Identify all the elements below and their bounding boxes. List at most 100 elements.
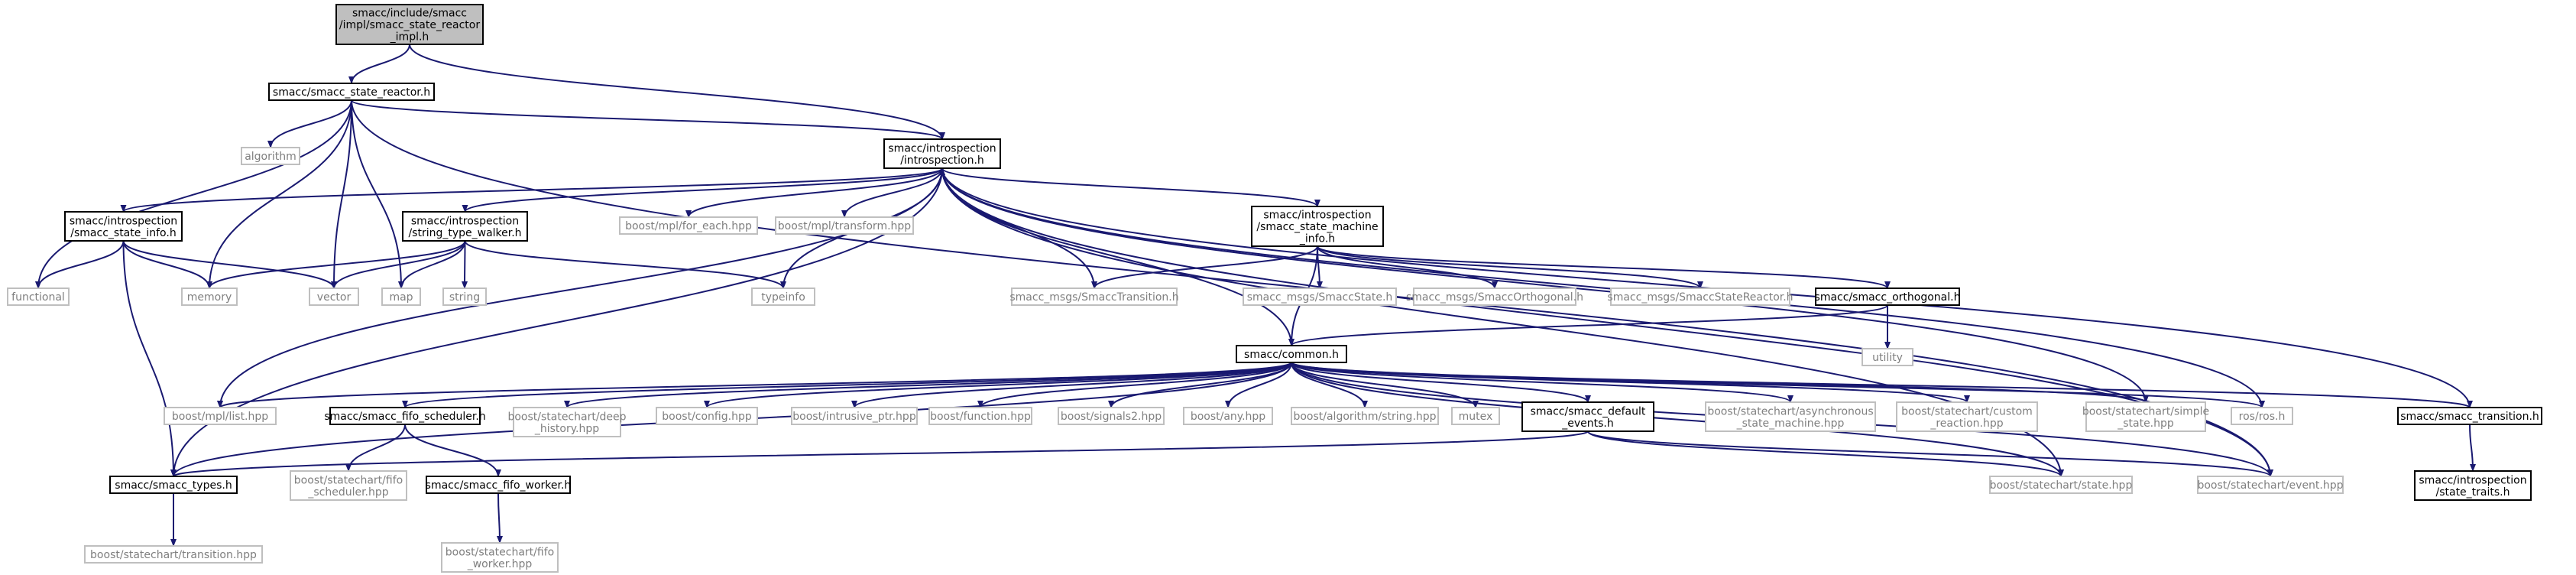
node-introspection[interactable]: smacc/introspection/introspection.h xyxy=(883,138,1001,169)
node-state_reactor[interactable]: smacc/smacc_state_reactor.h xyxy=(268,83,435,101)
node-box xyxy=(928,407,1032,425)
node-box xyxy=(181,288,238,306)
node-transition_hpp[interactable]: boost/statechart/transition.hpp xyxy=(84,545,263,564)
edge-smacc_transition-to-state_traits xyxy=(2469,424,2476,472)
node-simple_state[interactable]: boost/statechart/simple_state.hpp xyxy=(2082,401,2209,432)
node-mpl_list[interactable]: boost/mpl/list.hpp xyxy=(164,407,277,425)
node-config[interactable]: boost/config.hpp xyxy=(656,407,758,425)
node-typeinfo[interactable]: typeinfo xyxy=(751,288,815,306)
node-label-line: smacc_msgs/SmaccTransition.h xyxy=(1009,291,1178,304)
node-box xyxy=(1451,407,1500,425)
edge-fifo_worker-to-fifo_worker_hpp xyxy=(496,492,503,544)
node-signals2[interactable]: boost/signals2.hpp xyxy=(1058,407,1165,425)
edge-common-to-async_sm xyxy=(1291,362,1793,403)
node-deep_history[interactable]: boost/statechart/deep_history.hpp xyxy=(507,407,627,437)
edge-common-to-function xyxy=(977,362,1292,408)
node-fifo_sched_hpp[interactable]: boost/statechart/fifo_scheduler.hpp xyxy=(290,470,407,501)
edge-common-to-custom_reaction xyxy=(1291,362,1970,403)
node-fifo_worker_hpp[interactable]: boost/statechart/fifo_worker.hpp xyxy=(441,542,559,573)
edge-sm_info-to-msg_orthogonal xyxy=(1317,245,1498,289)
node-label-line: smacc/introspection xyxy=(888,142,996,154)
node-vector[interactable]: vector xyxy=(309,288,359,306)
node-event_hpp[interactable]: boost/statechart/event.hpp xyxy=(2197,476,2344,494)
node-async_sm[interactable]: boost/statechart/asynchronous_state_mach… xyxy=(1705,401,1876,432)
edge-root-to-state_reactor xyxy=(348,44,410,84)
edge-common-to-intrusive xyxy=(851,362,1292,408)
node-common[interactable]: smacc/common.h xyxy=(1236,345,1347,363)
node-msg_orthogonal[interactable]: smacc_msgs/SmaccOrthogonal.h xyxy=(1406,288,1583,306)
node-fifo_worker[interactable]: smacc/smacc_fifo_worker.h xyxy=(426,476,572,494)
edge-string_walker-to-typeinfo xyxy=(464,240,786,289)
edge-root-to-introspection xyxy=(409,44,945,140)
node-function[interactable]: boost/function.hpp xyxy=(928,407,1032,425)
edge-state_reactor-to-algorithm xyxy=(267,99,352,148)
node-default_events[interactable]: smacc/smacc_default_events.h xyxy=(1521,401,1654,432)
node-box xyxy=(402,211,528,242)
node-string_walker[interactable]: smacc/introspection/string_type_walker.h xyxy=(402,211,528,242)
node-root[interactable]: smacc/include/smacc/impl/smacc_state_rea… xyxy=(335,4,484,45)
node-box xyxy=(791,407,918,425)
node-box xyxy=(1705,401,1876,432)
node-label-line: _worker.hpp xyxy=(467,558,533,570)
node-label-line: smacc/smacc_types.h xyxy=(115,479,232,492)
node-label-line: boost/statechart/simple xyxy=(2082,405,2209,417)
node-msg_transition[interactable]: smacc_msgs/SmaccTransition.h xyxy=(1009,288,1179,306)
node-smacc_types[interactable]: smacc/smacc_types.h xyxy=(109,476,238,494)
node-functional[interactable]: functional xyxy=(7,288,70,306)
node-box xyxy=(1183,407,1273,425)
node-algo_string[interactable]: boost/algorithm/string.hpp xyxy=(1291,407,1439,425)
node-label-line: smacc/introspection xyxy=(1263,210,1371,222)
node-label-line: boost/config.hpp xyxy=(662,411,752,423)
node-memory[interactable]: memory xyxy=(181,288,238,306)
node-label-line: boost/statechart/state.hpp xyxy=(1990,479,2133,492)
node-box xyxy=(656,407,758,425)
node-string[interactable]: string xyxy=(442,288,487,306)
node-ros[interactable]: ros/ros.h xyxy=(2231,407,2293,425)
node-smacc_transition[interactable]: smacc/smacc_transition.h xyxy=(2397,407,2542,425)
node-intrusive[interactable]: boost/intrusive_ptr.hpp xyxy=(791,407,918,425)
node-msg_state[interactable]: smacc_msgs/SmaccState.h xyxy=(1243,288,1397,306)
edge-sm_info-to-msg_reactor xyxy=(1317,245,1703,289)
edge-common-to-smacc_transition xyxy=(1291,362,2473,408)
node-label-line: boost/statechart/asynchronous xyxy=(1707,405,1873,417)
edge-common-to-any xyxy=(1225,362,1292,408)
node-mutex[interactable]: mutex xyxy=(1451,407,1500,425)
node-box xyxy=(1896,401,2038,432)
node-algorithm[interactable]: algorithm xyxy=(241,147,300,165)
node-utility[interactable]: utility xyxy=(1862,348,1913,366)
node-box xyxy=(241,147,300,165)
node-orthogonal[interactable]: smacc/smacc_orthogonal.h xyxy=(1815,288,1961,306)
node-label-line: _history.hpp xyxy=(534,423,599,435)
node-sm_info[interactable]: smacc/introspection/smacc_state_machine_… xyxy=(1251,206,1384,247)
node-state_info[interactable]: smacc/introspection/smacc_state_info.h xyxy=(64,211,183,242)
file-nodes: smacc/include/smacc/impl/smacc_state_rea… xyxy=(7,4,2542,573)
node-map[interactable]: map xyxy=(381,288,421,306)
edge-string_walker-to-vector xyxy=(331,240,466,289)
node-box xyxy=(2231,407,2293,425)
node-label-line: _events.h xyxy=(1561,417,1614,430)
node-box xyxy=(2197,476,2344,494)
node-fifo_sched[interactable]: smacc/smacc_fifo_scheduler.h xyxy=(324,407,486,425)
node-label-line: string xyxy=(449,291,480,304)
node-for_each[interactable]: boost/mpl/for_each.hpp xyxy=(619,216,758,235)
node-label-line: smacc_msgs/SmaccStateReactor.h xyxy=(1607,291,1793,304)
node-label-line: boost/statechart/deep xyxy=(507,411,626,423)
node-label-line: /smacc_state_machine xyxy=(1256,221,1378,233)
node-label-line: smacc/smacc_state_reactor.h xyxy=(273,86,430,99)
edge-string_walker-to-map xyxy=(398,240,466,289)
node-transform[interactable]: boost/mpl/transform.hpp xyxy=(775,216,914,235)
node-state_traits[interactable]: smacc/introspection/state_traits.h xyxy=(2414,470,2532,501)
node-custom_reaction[interactable]: boost/statechart/custom_reaction.hpp xyxy=(1896,401,2038,432)
edge-common-to-ros xyxy=(1291,362,2265,408)
node-box xyxy=(1291,407,1439,425)
node-label-line: _scheduler.hpp xyxy=(307,486,388,499)
node-box xyxy=(441,542,559,573)
node-label-line: boost/any.hpp xyxy=(1191,411,1265,423)
node-box xyxy=(1815,288,1960,306)
node-state_hpp[interactable]: boost/statechart/state.hpp xyxy=(1989,476,2133,494)
node-any[interactable]: boost/any.hpp xyxy=(1183,407,1273,425)
node-msg_reactor[interactable]: smacc_msgs/SmaccStateReactor.h xyxy=(1607,288,1793,306)
node-label-line: /introspection.h xyxy=(900,154,984,167)
node-label-line: smacc/smacc_fifo_scheduler.h xyxy=(324,411,485,423)
edge-sm_info-to-orthogonal xyxy=(1317,245,1891,289)
